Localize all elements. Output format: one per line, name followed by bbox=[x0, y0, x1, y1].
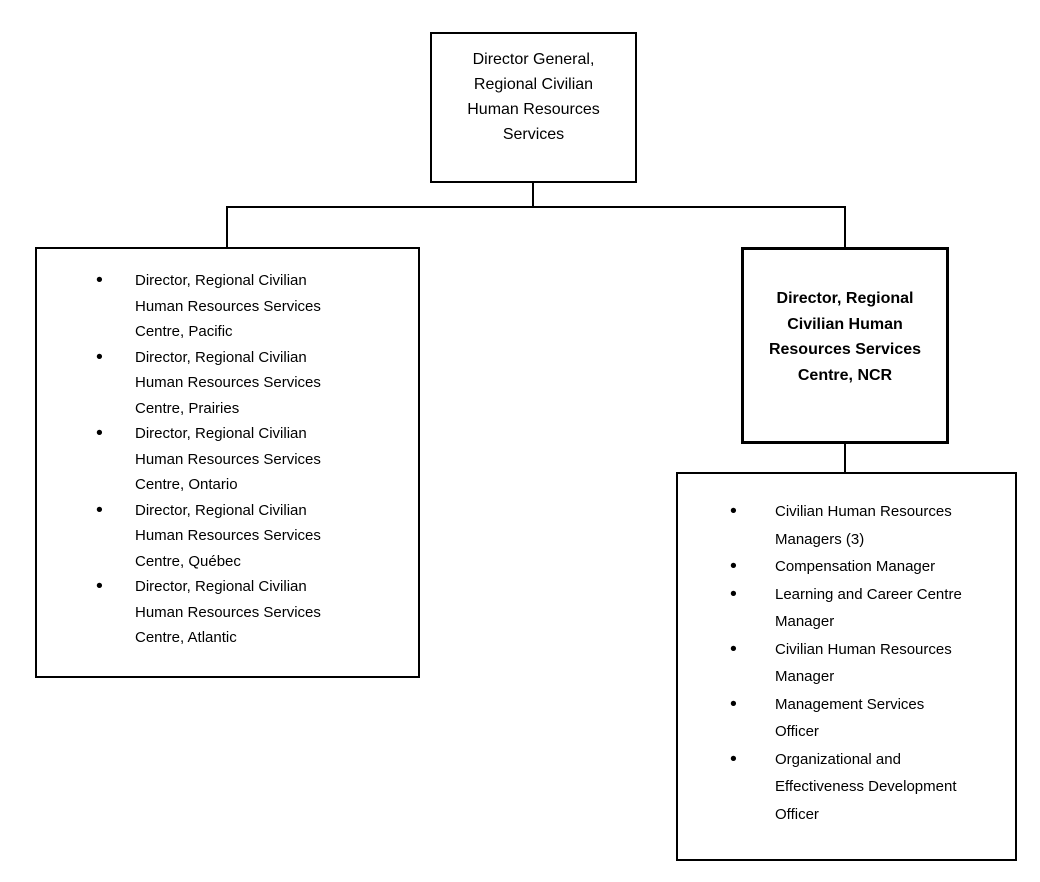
ncr-staff-box: • Civilian Human Resources Managers (3) … bbox=[676, 472, 1017, 861]
list-item: • Director, Regional Civilian Human Reso… bbox=[37, 574, 418, 651]
bullet-icon: • bbox=[730, 692, 737, 715]
list-item-label: Civilian Human Resources Managers (3) bbox=[775, 503, 952, 548]
director-general-label: Director General, Regional Civilian Huma… bbox=[467, 51, 600, 143]
connector-left-down bbox=[226, 206, 228, 247]
bullet-icon: • bbox=[730, 500, 737, 522]
list-item: • Director, Regional Civilian Human Reso… bbox=[37, 498, 418, 575]
bullet-icon: • bbox=[96, 269, 103, 291]
regional-directors-list: • Director, Regional Civilian Human Reso… bbox=[37, 268, 418, 651]
list-item: • Director, Regional Civilian Human Reso… bbox=[37, 345, 418, 422]
list-item-label: Director, Regional Civilian Human Resour… bbox=[135, 425, 321, 493]
regional-directors-box: • Director, Regional Civilian Human Reso… bbox=[35, 247, 420, 678]
connector-right-down bbox=[844, 206, 846, 247]
director-general-box: Director General, Regional Civilian Huma… bbox=[430, 32, 637, 183]
ncr-director-label: Director, Regional Civilian Human Resour… bbox=[768, 290, 922, 384]
bullet-icon: • bbox=[96, 575, 103, 597]
list-item: • Director, Regional Civilian Human Reso… bbox=[37, 421, 418, 498]
connector-root-down bbox=[532, 183, 534, 208]
list-item-label: Management Services Officer bbox=[775, 695, 925, 741]
list-item: • Learning and Career Centre Manager bbox=[678, 581, 1015, 636]
list-item: • Director, Regional Civilian Human Reso… bbox=[37, 268, 418, 345]
bullet-icon: • bbox=[730, 555, 737, 577]
list-item: • Organizational and Effectiveness Devel… bbox=[678, 746, 1015, 829]
bullet-icon: • bbox=[730, 747, 737, 770]
bullet-icon: • bbox=[96, 498, 103, 521]
list-item-label: Director, Regional Civilian Human Resour… bbox=[135, 501, 321, 570]
list-item-label: Organizational and Effectiveness Develop… bbox=[775, 750, 957, 823]
connector-ncr-down bbox=[844, 443, 846, 473]
bullet-icon: • bbox=[730, 582, 737, 605]
list-item-label: Learning and Career Centre Manager bbox=[775, 585, 962, 631]
list-item: • Management Services Officer bbox=[678, 691, 1015, 746]
bullet-icon: • bbox=[96, 345, 103, 368]
list-item: • Civilian Human Resources Manager bbox=[678, 636, 1015, 691]
list-item-label: Director, Regional Civilian Human Resour… bbox=[135, 272, 321, 340]
bullet-icon: • bbox=[730, 637, 737, 660]
connector-horizontal bbox=[226, 206, 846, 208]
list-item: • Civilian Human Resources Managers (3) bbox=[678, 498, 1015, 553]
bullet-icon: • bbox=[96, 422, 103, 444]
list-item-label: Director, Regional Civilian Human Resour… bbox=[135, 348, 321, 417]
ncr-staff-list: • Civilian Human Resources Managers (3) … bbox=[678, 498, 1015, 828]
list-item: • Compensation Manager bbox=[678, 553, 1015, 581]
list-item-label: Director, Regional Civilian Human Resour… bbox=[135, 578, 321, 646]
list-item-label: Civilian Human Resources Manager bbox=[775, 640, 952, 686]
list-item-label: Compensation Manager bbox=[775, 558, 936, 575]
ncr-director-box: Director, Regional Civilian Human Resour… bbox=[741, 247, 949, 444]
